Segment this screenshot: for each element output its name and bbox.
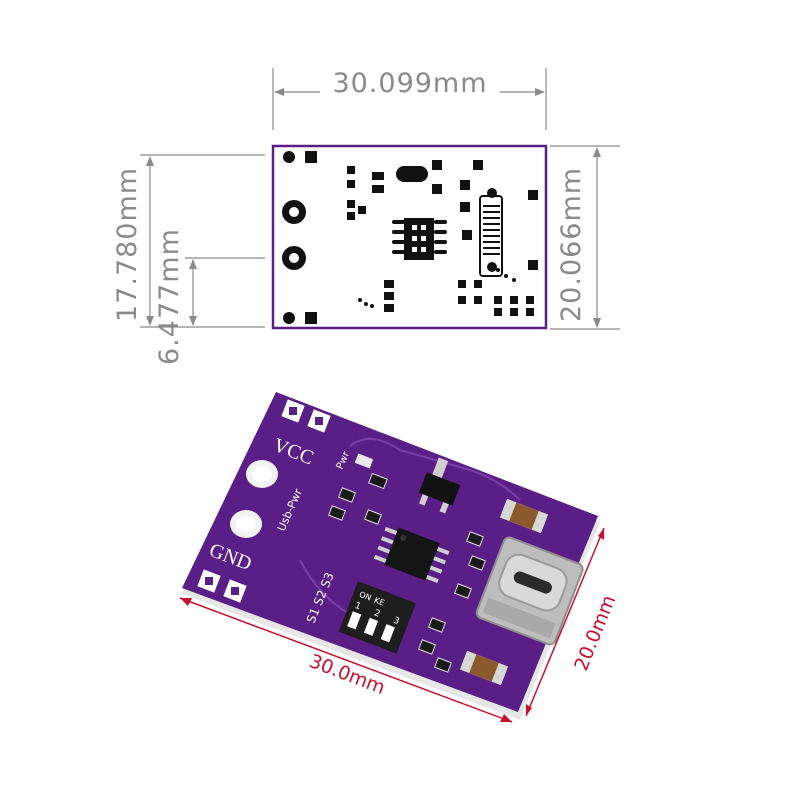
height-dimension-left-inner — [185, 257, 265, 326]
footprint-drawing: 30.099mm 17.780mm 6.477mm 20.066mm — [112, 68, 620, 365]
usb-c-connector — [475, 536, 584, 646]
dip-switch: ON KE 1 2 3 — [338, 581, 416, 654]
corner-pads — [197, 399, 331, 603]
height-dimension-left-outer — [140, 154, 265, 328]
width-label-top: 30.099mm — [332, 68, 487, 99]
width-dimension-top — [272, 68, 547, 130]
switch-ke-label: KE — [373, 596, 386, 608]
footprint-pads — [282, 151, 538, 324]
board-photo: VCC GND Usb-Pwr Pwr S1 S2 S3 — [182, 392, 600, 720]
regulator-chip — [418, 457, 461, 514]
vcc-gnd-holes — [230, 460, 278, 538]
small-components — [328, 453, 486, 673]
switch-on-label: ON — [358, 590, 373, 603]
tantalum-caps — [459, 498, 549, 686]
height-label-left-inner: 6.477mm — [154, 228, 185, 365]
photo-height-dimension — [525, 527, 605, 717]
main-ic — [373, 526, 450, 583]
height-dimension-right — [550, 145, 620, 330]
height-label-right: 20.066mm — [556, 167, 587, 322]
photo-width-dimension — [179, 597, 513, 723]
photo-height-label: 20.0mm — [570, 592, 620, 674]
height-label-left-outer: 17.780mm — [112, 167, 143, 322]
